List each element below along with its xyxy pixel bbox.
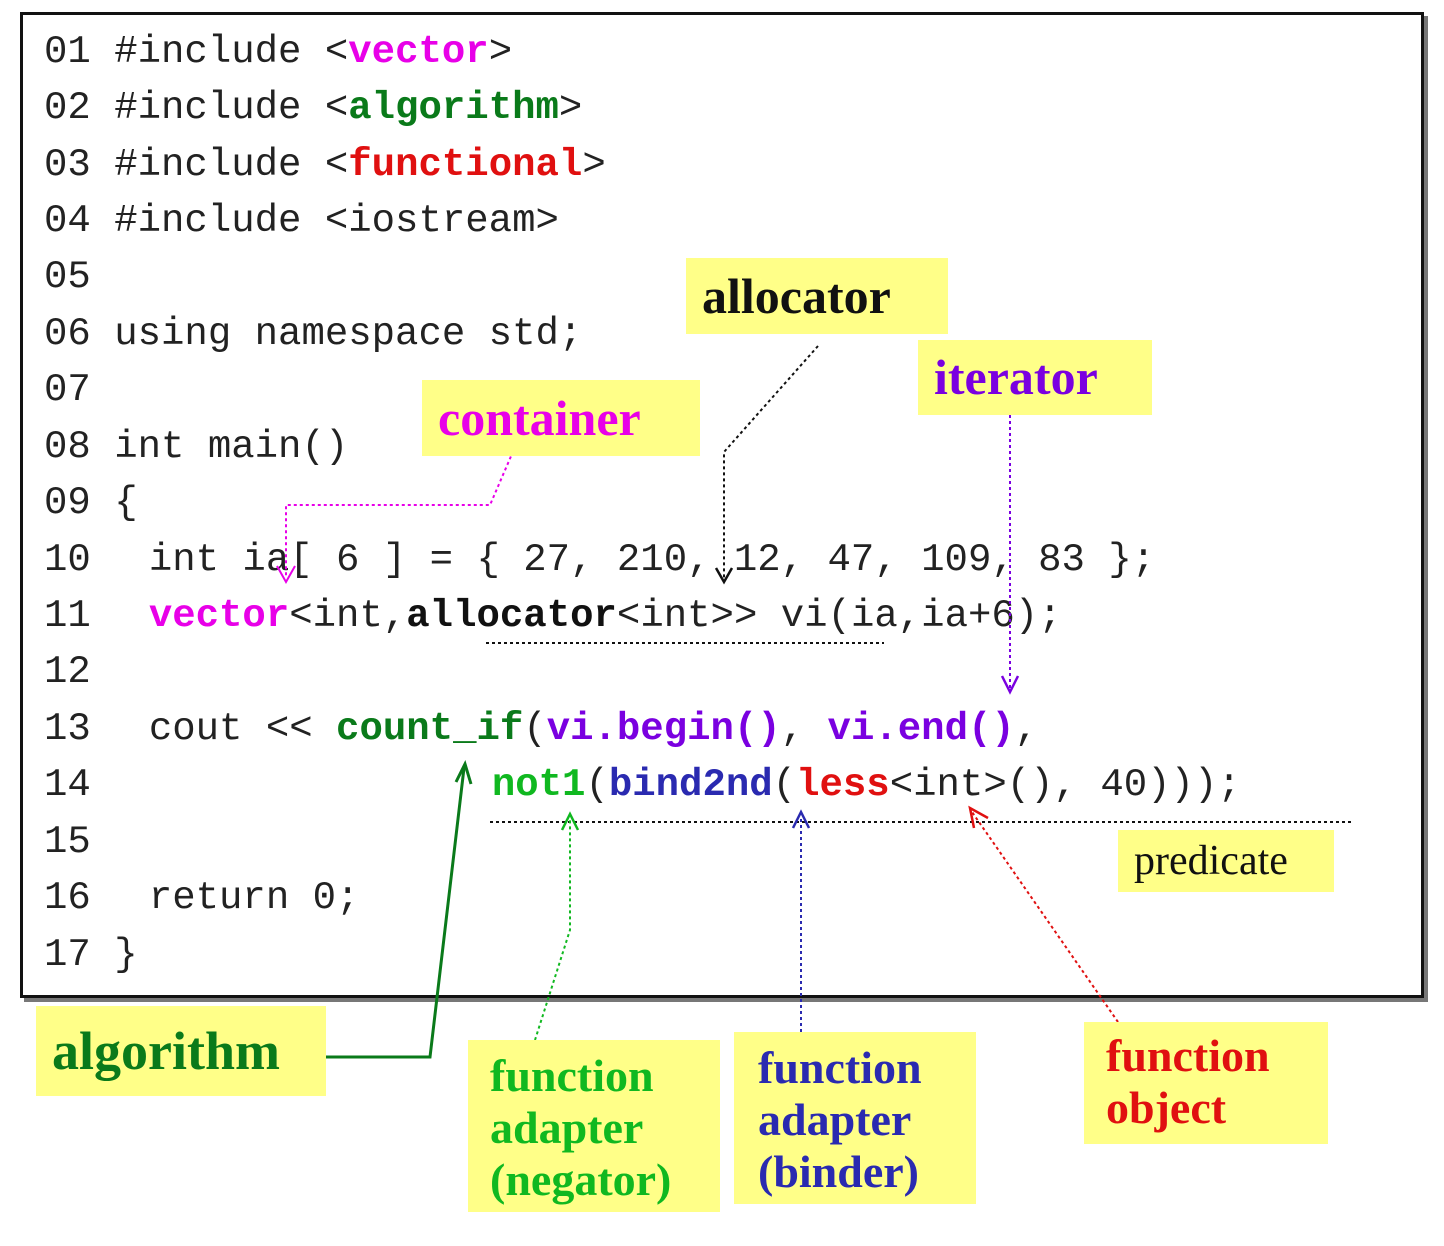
code-line-05: 05 bbox=[44, 255, 91, 299]
predicate-label: predicate bbox=[1118, 830, 1334, 892]
allocator-label: allocator bbox=[686, 258, 948, 334]
code-line-07: 07 bbox=[44, 368, 91, 412]
code-line-02: 02 #include <algorithm> bbox=[44, 86, 583, 130]
code-line-04: 04 #include <iostream> bbox=[44, 199, 559, 243]
iterator-label: iterator bbox=[918, 340, 1152, 415]
code-line-09: 09 { bbox=[44, 481, 138, 525]
code-line-03: 03 #include <functional> bbox=[44, 143, 606, 187]
container-label: container bbox=[422, 380, 700, 456]
code-line-01: 01 #include <vector> bbox=[44, 30, 513, 74]
code-line-12: 12 bbox=[44, 650, 91, 694]
code-line-08: 08 int main() bbox=[44, 425, 349, 469]
algorithm-label: algorithm bbox=[36, 1006, 326, 1096]
code-line-06: 06 using namespace std; bbox=[44, 312, 583, 356]
code-line-17: 17 } bbox=[44, 933, 138, 977]
code-line-15: 15 bbox=[44, 820, 91, 864]
